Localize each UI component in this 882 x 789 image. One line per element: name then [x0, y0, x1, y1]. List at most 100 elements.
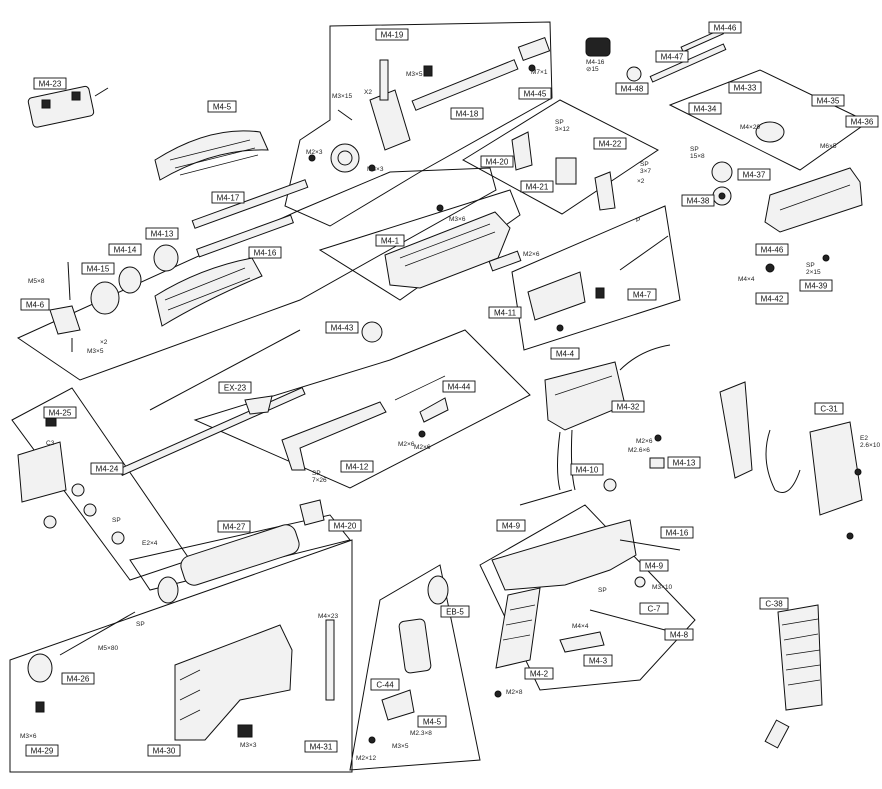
label-box: [728, 81, 762, 94]
label-box: [518, 87, 552, 100]
label-box: [755, 292, 789, 305]
part-label-c-38: C-38: [759, 597, 789, 610]
label-text: M4-20: [334, 522, 357, 531]
note-m26x6: M2.6×6: [628, 447, 650, 454]
part-label-c-7: C-7: [639, 602, 669, 615]
part-label-m4-12: M4-12: [340, 460, 374, 473]
part-label-m4-35: M4-35: [811, 94, 845, 107]
part-label-m4-39: M4-39: [799, 279, 833, 292]
charging-handle-part: [244, 375, 449, 471]
lower-handguard-part: [49, 214, 294, 352]
note-m2x3: M2×3: [306, 149, 323, 156]
label-box: [799, 279, 833, 292]
note-m3x5-a: M3×5: [406, 71, 423, 78]
drum-magazine-part: [719, 381, 863, 516]
bolt-catch-part: [17, 417, 125, 545]
label-box: [207, 100, 237, 113]
part-label-m4-9: M4-9: [496, 519, 526, 532]
part-label-m4-27: M4-27: [217, 520, 251, 533]
label-box: [450, 107, 484, 120]
label-box: [328, 519, 362, 532]
part-label-m4-24: M4-24: [90, 462, 124, 475]
label-box: [583, 654, 613, 667]
label-text: M4-13: [673, 459, 696, 468]
label-box: [627, 288, 657, 301]
label-box: [639, 602, 669, 615]
note-m2x6d: M2×6: [636, 438, 653, 445]
label-text: M4-23: [39, 80, 62, 89]
label-box: [611, 400, 645, 413]
note-m2x12: M2×12: [356, 755, 376, 762]
label-text: EX-23: [224, 384, 247, 393]
label-text: M4-13: [151, 230, 174, 239]
note-m3x5-b: M3×5: [87, 348, 104, 355]
label-box: [61, 672, 95, 685]
part-label-m4-34: M4-34: [688, 102, 722, 115]
dust-cover-group-box: [511, 205, 681, 351]
label-box: [520, 180, 554, 193]
label-text: M4-19: [381, 31, 404, 40]
part-label-m4-14: M4-14: [108, 243, 142, 256]
label-box: [737, 168, 771, 181]
part-label-m4-33: M4-33: [728, 81, 762, 94]
label-box: [370, 678, 400, 691]
label-text: M4-9: [502, 522, 521, 531]
buffer-tube-part: [59, 499, 325, 656]
part-label-m4-13b: M4-13: [667, 456, 701, 469]
label-text: M4-46: [714, 24, 737, 33]
label-box: [25, 744, 59, 757]
label-box: [570, 463, 604, 476]
part-label-m4-10: M4-10: [570, 463, 604, 476]
note-m4x29: M4×29: [740, 124, 760, 131]
label-text: M4-46: [761, 246, 784, 255]
label-text: M4-3: [589, 657, 608, 666]
part-label-m4-44: M4-44: [442, 380, 476, 393]
part-label-m4-11: M4-11: [488, 306, 522, 319]
label-text: M4-16: [666, 529, 689, 538]
label-box: [593, 137, 627, 150]
note-x2-c: ×2: [100, 339, 108, 346]
label-box: [759, 597, 789, 610]
label-box: [655, 50, 689, 63]
part-label-m4-13: M4-13: [145, 227, 179, 240]
part-label-m4-42: M4-42: [755, 292, 789, 305]
rail-handguard-part: [154, 130, 269, 181]
label-box: [667, 456, 701, 469]
note-m2x6c: M2×6: [414, 444, 431, 451]
label-box: [664, 628, 694, 641]
label-text: M4-18: [456, 110, 479, 119]
label-text: C-7: [648, 605, 661, 614]
part-label-m4-46: M4-46: [708, 21, 742, 34]
label-box: [660, 526, 694, 539]
handguard-group-box: [16, 167, 497, 381]
label-text: M4-11: [494, 309, 517, 318]
label-box: [375, 234, 405, 247]
label-box: [811, 94, 845, 107]
lower-receiver-part: [491, 489, 681, 653]
label-box: [375, 28, 409, 41]
label-box: [217, 520, 251, 533]
part-label-m4-31: M4-31: [304, 740, 338, 753]
label-box: [340, 460, 374, 473]
part-label-c-44: C-44: [370, 678, 400, 691]
part-label-m4-45a: M4-45: [518, 87, 552, 100]
label-box: [218, 381, 252, 394]
label-text: M4-21: [526, 183, 549, 192]
part-label-m4-3: M4-3: [583, 654, 613, 667]
part-label-m4-46b: M4-46: [755, 243, 789, 256]
label-box: [708, 21, 742, 34]
note-m4-16-sub: M4-16⊘15: [586, 59, 605, 73]
label-text: M4-14: [114, 246, 137, 255]
label-box: [417, 715, 447, 728]
part-label-m4-7: M4-7: [627, 288, 657, 301]
note-m4x23: M4×23: [318, 613, 338, 620]
part-label-m4-19: M4-19: [375, 28, 409, 41]
note-m5x80: M5×80: [98, 645, 118, 652]
label-text: M4-25: [49, 409, 72, 418]
note-sp-b: SP: [136, 621, 145, 628]
